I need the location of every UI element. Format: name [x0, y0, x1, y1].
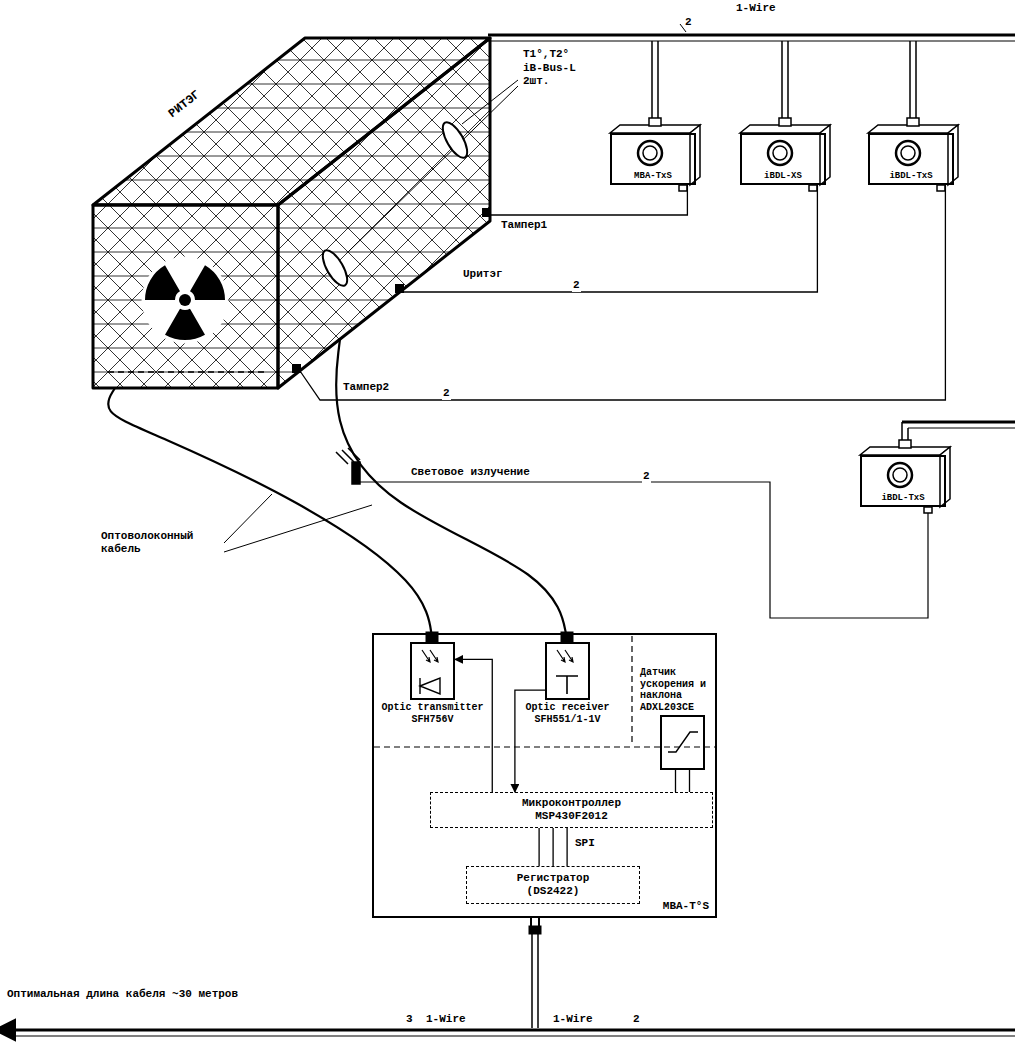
connector [539, 828, 567, 866]
wire-count: 2 [684, 16, 693, 29]
note: Оптимальная длина кабеля ~30 метров [6, 988, 248, 1001]
bus-1wire [902, 422, 1015, 440]
node-text: Датчик ускорения и наклона ADXL203CE [640, 667, 718, 713]
connector [108, 388, 432, 642]
signal-label: Тампер1 [500, 219, 548, 232]
wire-count: 2 [632, 1013, 641, 1026]
sensor-label: T1°,T2° [522, 48, 570, 61]
device-enclosure: МВА-Т°S Optic transmitter SFH756V Optic re… [372, 633, 717, 918]
optic-transmitter: Optic transmitter SFH756V [410, 642, 455, 700]
bus-1wire [488, 24, 1015, 118]
sensor-housing [610, 118, 958, 513]
node-text: iBDL-TxS [862, 493, 944, 503]
node-text: МВА-Т°S [663, 900, 709, 913]
light-sensor [336, 448, 928, 618]
bus-label: 1-Wire [552, 1013, 594, 1026]
wire-count: 2 [572, 279, 581, 292]
bus-1wire [14, 1030, 1015, 1036]
connector [336, 339, 567, 642]
connector [676, 770, 690, 792]
signal-label: Uритэг [462, 268, 504, 281]
cable-label: Оптоволоконный кабель [100, 530, 224, 555]
connector [490, 185, 687, 215]
sensor-module: iBDL-XS [740, 133, 826, 185]
microcontroller: Микроконтроллер MSP430F2012 [430, 792, 713, 828]
sensor-module: MBA-TxS [610, 133, 696, 185]
bus-label: 1-Wire [735, 2, 777, 15]
node-text: iBDL-TxS [870, 171, 952, 181]
wire-count: 2 [642, 470, 651, 483]
sensor-module: iBDL-TxS [868, 133, 954, 185]
node-text: MBA-TxS [612, 171, 694, 181]
node-text: Optic receiver SFH551/1-1V [522, 702, 614, 725]
node-text: Optic transmitter SFH756V [378, 702, 488, 725]
registrar: Регистратор (DS2422) [466, 866, 640, 904]
connector [455, 659, 492, 792]
wire-count: 2 [442, 387, 451, 400]
signal-label: Тампер2 [342, 381, 390, 394]
node-text: Регистратор (DS2422) [503, 872, 603, 897]
optic-receiver: Optic receiver SFH551/1-1V [545, 642, 590, 700]
signal-label: Световое излучение [410, 466, 531, 479]
rtg-container: РИТЭГ [93, 35, 490, 388]
rtg-outline [93, 35, 490, 388]
wire-count: 3 [405, 1013, 414, 1026]
signal-label: SPI [574, 837, 596, 850]
accelerometer: Датчик ускорения и наклона ADXL203CE [660, 715, 705, 770]
sensor-module: iBDL-TxS [860, 455, 946, 507]
bus-label: 1-Wire [425, 1013, 467, 1026]
node-text: РИТЭГ [167, 88, 204, 121]
node-text: iBDL-XS [742, 171, 824, 181]
part-label: iB-Bus-L 2шт. [522, 62, 594, 87]
node-text: Микроконтроллер MSP430F2012 [507, 797, 637, 822]
